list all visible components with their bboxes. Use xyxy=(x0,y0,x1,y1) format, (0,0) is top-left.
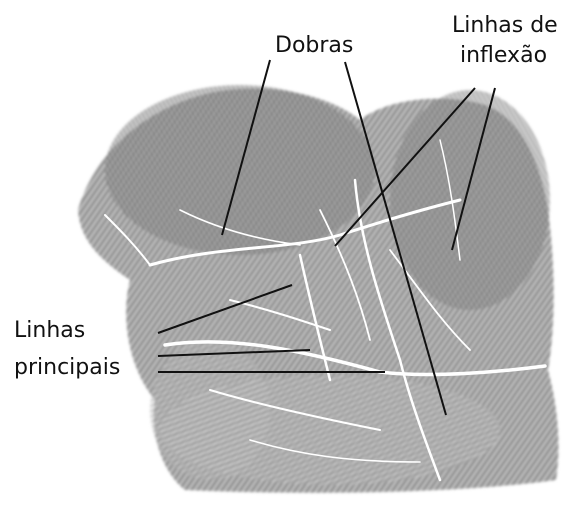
label-principal-lines: Linhas principais xyxy=(14,318,120,381)
label-inflection-line1: Linhas de xyxy=(452,13,558,39)
label-principal-line2: principais xyxy=(14,355,120,381)
palm-surface xyxy=(78,85,558,493)
label-principal-line1: Linhas xyxy=(14,318,120,344)
label-inflection-lines: Linhas de inflexão xyxy=(452,13,558,69)
label-inflection-line2: inflexão xyxy=(460,43,558,69)
label-folds: Dobras xyxy=(275,33,353,59)
